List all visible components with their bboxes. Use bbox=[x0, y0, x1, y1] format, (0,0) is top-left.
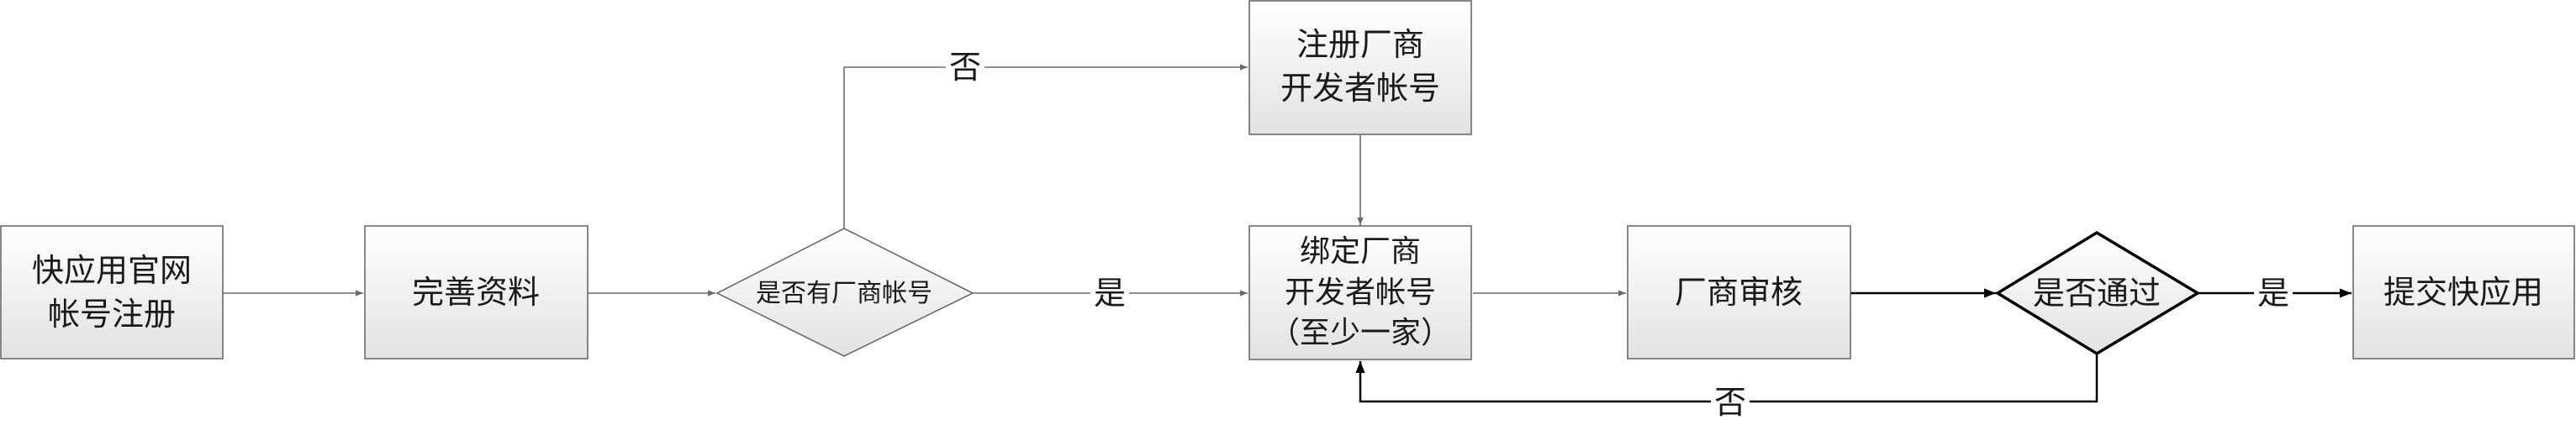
node-register-vendor-dev: 注册厂商 开发者帐号 bbox=[1248, 0, 1472, 135]
node-passed: 是否通过 bbox=[1994, 230, 2201, 356]
node-vendor-review-line1: 厂商审核 bbox=[1675, 274, 1803, 311]
node-submit-app: 提交快应用 bbox=[2352, 225, 2575, 359]
edge-label-yes-submit: 是 bbox=[2257, 275, 2289, 312]
node-register-vendor-dev-line2: 开发者帐号 bbox=[1280, 70, 1440, 107]
node-has-vendor-account: 是否有厂商帐号 bbox=[715, 228, 974, 357]
node-bind-vendor-dev-line2: 开发者帐号 bbox=[1285, 275, 1436, 310]
edge-label-no-back: 否 bbox=[1714, 384, 1746, 421]
node-register-official: 快应用官网 帐号注册 bbox=[0, 225, 224, 359]
node-register-official-line1: 快应用官网 bbox=[32, 252, 192, 289]
node-bind-vendor-dev-line3: （至少一家） bbox=[1270, 316, 1451, 350]
edge-decision-no-to-register bbox=[843, 64, 1248, 228]
node-complete-info-line1: 完善资料 bbox=[412, 274, 540, 311]
node-submit-app-line1: 提交快应用 bbox=[2383, 274, 2543, 311]
edge-labels: 否 是 是 否 bbox=[946, 47, 2293, 423]
edge-label-no-register: 否 bbox=[949, 49, 981, 86]
node-bind-vendor-dev: 绑定厂商 开发者帐号 （至少一家） bbox=[1248, 225, 1472, 360]
node-register-official-line2: 帐号注册 bbox=[48, 296, 176, 333]
node-complete-info: 完善资料 bbox=[364, 225, 589, 359]
edge-label-yes-bind: 是 bbox=[1094, 275, 1126, 312]
node-vendor-review: 厂商审核 bbox=[1627, 225, 1851, 359]
node-has-vendor-account-line1: 是否有厂商帐号 bbox=[756, 279, 932, 308]
node-register-vendor-dev-line1: 注册厂商 bbox=[1296, 26, 1424, 63]
node-passed-line1: 是否通过 bbox=[2033, 275, 2161, 312]
node-bind-vendor-dev-line1: 绑定厂商 bbox=[1300, 234, 1421, 269]
